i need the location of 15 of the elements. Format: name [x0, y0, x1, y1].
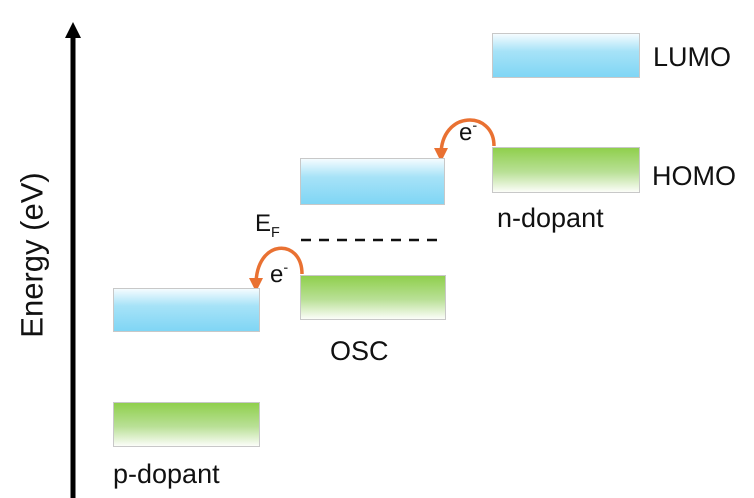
fermi-level-label: E$_{F}$ — [255, 212, 280, 240]
homo-level-bar — [492, 147, 640, 193]
lumo-level-bar — [113, 288, 260, 332]
level-label: LUMO — [653, 44, 732, 71]
edge-label: e$^{-}$ — [459, 119, 478, 146]
level-label: n-dopant — [497, 205, 604, 232]
homo-level-bar — [300, 275, 446, 320]
level-label: p-dopant — [113, 461, 220, 488]
lumo-level-bar — [300, 158, 445, 205]
lumo-level-bar — [492, 33, 640, 78]
edge-label: e$^{-}$ — [270, 261, 288, 288]
level-label: HOMO — [652, 163, 736, 190]
homo-level-bar — [113, 402, 260, 447]
level-label: OSC — [330, 338, 389, 365]
axis-label: Energy (eV) — [16, 172, 48, 338]
